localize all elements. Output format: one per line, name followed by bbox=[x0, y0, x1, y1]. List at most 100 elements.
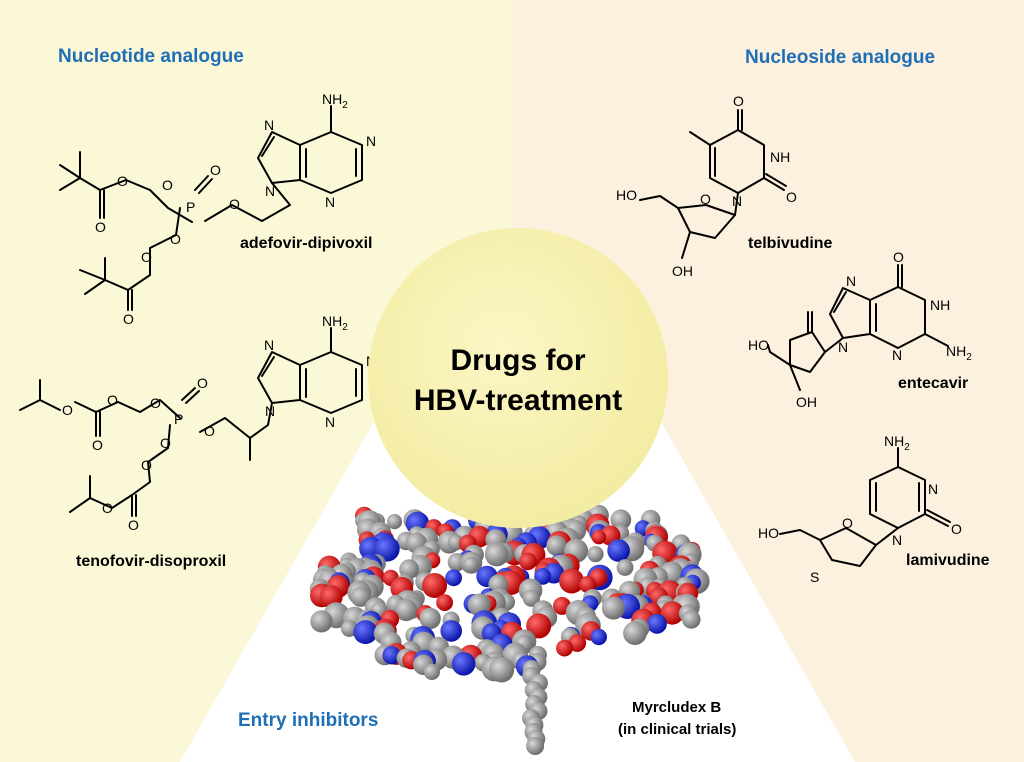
myrcludex-atom-sphere bbox=[591, 529, 606, 545]
svg-text:O: O bbox=[117, 173, 128, 189]
svg-text:N: N bbox=[265, 403, 275, 419]
svg-text:N: N bbox=[265, 183, 275, 199]
myrcludex-atom-sphere bbox=[436, 594, 453, 611]
myrcludex-atom-sphere bbox=[526, 737, 545, 755]
myrcludex-atom-sphere bbox=[579, 576, 597, 593]
entry-section-label: Entry inhibitors bbox=[238, 710, 378, 731]
svg-text:O: O bbox=[160, 435, 171, 451]
svg-text:O: O bbox=[893, 249, 904, 265]
center-title-line2: HBV-treatment bbox=[414, 384, 622, 417]
svg-text:O: O bbox=[700, 191, 711, 207]
myrcludex-name: Myrcludex B bbox=[632, 699, 721, 716]
tenofovir-structure: NH2 N N N N O P O O O O O O O O O bbox=[19, 313, 376, 533]
svg-text:HO: HO bbox=[748, 337, 769, 353]
svg-text:O: O bbox=[733, 93, 744, 109]
svg-text:N: N bbox=[732, 193, 742, 209]
myrcludex-atom-sphere bbox=[386, 514, 403, 530]
svg-text:N: N bbox=[264, 337, 274, 353]
myrcludex-atom-sphere bbox=[522, 589, 541, 607]
svg-text:OH: OH bbox=[672, 263, 693, 279]
svg-text:O: O bbox=[150, 395, 161, 411]
svg-text:N: N bbox=[928, 481, 938, 497]
myrcludex-atom-sphere bbox=[556, 639, 573, 657]
svg-text:N: N bbox=[838, 339, 848, 355]
entecavir-nh2-label: NH2 bbox=[946, 343, 972, 363]
myrcludex-atom-sphere bbox=[374, 536, 400, 562]
svg-text:NH: NH bbox=[770, 149, 790, 165]
center-circle bbox=[368, 228, 668, 528]
svg-text:O: O bbox=[210, 162, 221, 178]
myrcludex-atom-sphere bbox=[660, 601, 684, 625]
myrcludex-atom-sphere bbox=[440, 620, 463, 642]
svg-text:S: S bbox=[810, 569, 819, 585]
svg-text:O: O bbox=[92, 437, 103, 453]
myrcludex-atom-sphere bbox=[647, 613, 667, 634]
svg-text:O: O bbox=[128, 517, 139, 533]
svg-text:N: N bbox=[892, 347, 902, 363]
svg-text:O: O bbox=[170, 231, 181, 247]
myrcludex-atom-sphere bbox=[422, 573, 448, 598]
myrcludex-atom-sphere bbox=[350, 586, 371, 607]
myrcludex-atom-sphere bbox=[607, 539, 630, 562]
svg-text:N: N bbox=[366, 133, 376, 149]
svg-text:N: N bbox=[325, 194, 335, 210]
svg-text:O: O bbox=[204, 423, 215, 439]
myrcludex-atom-sphere bbox=[534, 568, 551, 585]
svg-text:O: O bbox=[786, 189, 797, 205]
myrcludex-atom-sphere bbox=[546, 535, 567, 556]
adefovir-nh2-label: NH2 bbox=[322, 91, 348, 111]
myrcludex-atom-sphere bbox=[395, 598, 418, 622]
myrcludex-atom-sphere bbox=[623, 621, 647, 645]
tenofovir-label: tenofovir-disoproxil bbox=[76, 553, 226, 570]
myrcludex-atom-sphere bbox=[519, 552, 537, 571]
myrcludex-atom-sphere bbox=[610, 509, 632, 531]
svg-text:O: O bbox=[141, 457, 152, 473]
myrcludex-status: (in clinical trials) bbox=[618, 721, 736, 738]
entecavir-label: entecavir bbox=[898, 375, 968, 392]
lamivudine-label: lamivudine bbox=[906, 552, 990, 569]
svg-text:O: O bbox=[141, 249, 152, 265]
svg-text:P: P bbox=[174, 411, 183, 427]
svg-text:HO: HO bbox=[616, 187, 637, 203]
myrcludex-atom-sphere bbox=[463, 556, 480, 573]
telbivudine-structure: O NH O N O HO OH bbox=[616, 93, 797, 279]
myrcludex-atom-sphere bbox=[489, 657, 515, 683]
svg-text:O: O bbox=[107, 392, 118, 408]
svg-text:O: O bbox=[951, 521, 962, 537]
nucleotide-section-label: Nucleotide analogue bbox=[58, 46, 244, 67]
svg-text:O: O bbox=[102, 500, 113, 516]
myrcludex-atom-sphere bbox=[526, 613, 552, 639]
myrcludex-atom-sphere bbox=[382, 646, 401, 665]
svg-text:O: O bbox=[95, 219, 106, 235]
myrcludex-atom-sphere bbox=[451, 652, 476, 676]
myrcludex-atom-sphere bbox=[682, 610, 701, 629]
myrcludex-atom-sphere bbox=[423, 663, 440, 681]
myrcludex-atom-sphere bbox=[590, 628, 607, 646]
myrcludex-atom-sphere bbox=[419, 607, 441, 630]
telbivudine-label: telbivudine bbox=[748, 235, 833, 252]
svg-text:O: O bbox=[162, 177, 173, 193]
svg-text:O: O bbox=[123, 311, 134, 327]
svg-text:OH: OH bbox=[796, 394, 817, 410]
tenofovir-nh2-label: NH2 bbox=[322, 313, 348, 333]
myrcludex-atom-sphere bbox=[484, 542, 509, 567]
svg-text:O: O bbox=[62, 402, 73, 418]
center-title-line1: Drugs for bbox=[451, 344, 586, 377]
myrcludex-atom-sphere bbox=[601, 596, 625, 620]
myrcludex-atom-sphere bbox=[353, 620, 378, 645]
myrcludex-atom-sphere bbox=[559, 568, 585, 594]
svg-text:NH: NH bbox=[930, 297, 950, 313]
svg-text:O: O bbox=[229, 196, 240, 212]
myrcludex-atom-sphere bbox=[616, 559, 634, 576]
svg-text:N: N bbox=[264, 117, 274, 133]
svg-text:N: N bbox=[846, 273, 856, 289]
entecavir-structure: O NH NH2 N N N HO OH bbox=[748, 249, 972, 410]
nucleoside-section-label: Nucleoside analogue bbox=[745, 47, 935, 68]
adefovir-structure: NH2 N N N N O P O O O O O O O bbox=[59, 91, 376, 327]
lamivudine-nh2-label: NH2 bbox=[884, 433, 910, 453]
myrcludex-atom-sphere bbox=[445, 569, 462, 587]
svg-text:O: O bbox=[842, 515, 853, 531]
svg-text:P: P bbox=[186, 199, 195, 215]
adefovir-label: adefovir-dipivoxil bbox=[240, 235, 372, 252]
